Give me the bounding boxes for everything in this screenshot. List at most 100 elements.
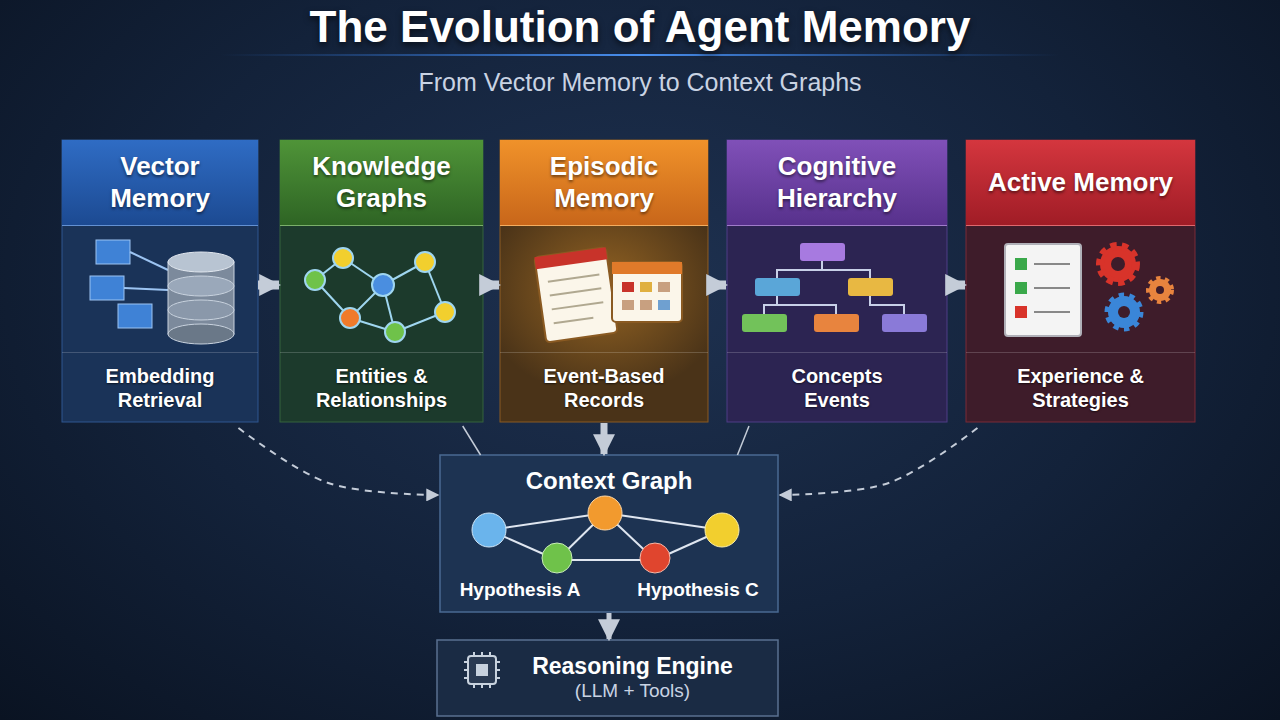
flow-connector: [483, 281, 499, 290]
panel-footer: Concepts Events: [727, 352, 947, 422]
hierarchy-icon: [742, 243, 927, 332]
notebook-calendar-icon: [534, 247, 682, 342]
engine-box: Reasoning Engine(LLM + Tools): [437, 640, 778, 716]
panel-title: Episodic Memory: [514, 151, 694, 213]
panel-footer: Entities & Relationships: [280, 352, 483, 422]
notebook-calendar-icon: [658, 282, 670, 292]
knowledge-graph-icon: [305, 270, 325, 290]
panel-ground: [500, 200, 708, 380]
notebook-calendar-icon: [534, 247, 607, 269]
flow-connector: [607, 613, 612, 639]
hierarchy-icon: [764, 296, 777, 314]
vector-database-icon: [118, 304, 152, 328]
knowledge-graph-icon: [372, 274, 394, 296]
hypothesis-label: Hypothesis C: [637, 579, 758, 601]
box-subtitle: (LLM + Tools): [575, 680, 690, 703]
panel-label: Embedding Retrieval: [85, 364, 235, 412]
diagram-title: The Evolution of Agent Memory: [0, 2, 1280, 52]
context-graph-figure: [542, 543, 572, 573]
context-graph-figure: [489, 513, 605, 530]
memory-stage-panel: Vector MemoryEmbedding Retrieval: [62, 140, 258, 422]
panel-footer: Experience & Strategies: [966, 352, 1195, 422]
title-underline: [220, 54, 1060, 56]
context-graph-figure: [705, 513, 739, 547]
hypothesis-label: Hypothesis A: [460, 579, 581, 601]
checklist-gears-icon: [1108, 296, 1140, 328]
notebook-calendar-icon: [658, 300, 670, 310]
hierarchy-icon: [800, 243, 845, 261]
vector-database-icon: [96, 240, 130, 264]
notebook-calendar-icon: [548, 274, 599, 281]
panel-header: Vector Memory: [62, 140, 258, 226]
context-graph-figure: [605, 513, 722, 530]
panel-label: Experience & Strategies: [1006, 364, 1156, 412]
panel-ground: [727, 140, 947, 422]
notebook-calendar-icon: [622, 300, 634, 310]
knowledge-graph-icon: [305, 248, 455, 342]
panel-title: Vector Memory: [76, 151, 244, 213]
hierarchy-icon: [848, 278, 893, 296]
vector-database-icon: [90, 276, 124, 300]
hierarchy-icon: [742, 314, 787, 332]
vector-database-icon: [168, 276, 234, 296]
checklist-gears-icon: [1015, 258, 1027, 270]
checklist-gears-icon: [1005, 244, 1171, 336]
panel-title: Cognitive Hierarchy: [741, 151, 933, 213]
vector-database-icon: [168, 300, 234, 320]
checklist-gears-icon: [1005, 244, 1081, 336]
context-graph-figure: [588, 496, 622, 530]
knowledge-graph-icon: [333, 248, 353, 268]
panel-label: Event-Based Records: [529, 364, 679, 412]
flow-connector: [947, 281, 965, 290]
notebook-calendar-icon: [534, 247, 617, 342]
notebook-calendar-icon: [550, 288, 601, 295]
notebook-calendar-icon: [552, 302, 603, 309]
hierarchy-icon: [777, 296, 836, 314]
notebook-calendar-icon: [534, 247, 617, 342]
memory-stage-panel: Active MemoryExperience & Strategies: [966, 140, 1195, 422]
flow-connector: [258, 281, 279, 290]
flow-connector: [708, 281, 726, 290]
checklist-gears-icon: [1034, 263, 1070, 265]
diagram-subtitle: From Vector Memory to Context Graphs: [0, 68, 1280, 97]
vector-database-icon: [168, 262, 234, 334]
memory-stage-panel: Cognitive HierarchyConcepts Events: [727, 140, 947, 422]
box-title: Context Graph: [440, 467, 778, 495]
checklist-gears-icon: [1156, 286, 1164, 294]
vector-database-icon: [90, 240, 234, 344]
vector-database-icon: [124, 288, 168, 290]
notebook-calendar-icon: [640, 282, 652, 292]
checklist-gears-icon: [1149, 279, 1171, 301]
vector-database-icon: [130, 252, 168, 270]
box-title: Reasoning Engine: [532, 653, 733, 681]
panel-ground: [62, 140, 1195, 716]
chip-icon: [464, 652, 500, 688]
panel-footer: Event-Based Records: [500, 352, 708, 422]
panel-footer: Embedding Retrieval: [62, 352, 258, 422]
checklist-gears-icon: [1118, 306, 1130, 318]
checklist-gears-icon: [1015, 282, 1027, 294]
checklist-gears-icon: [1034, 287, 1070, 289]
checklist-gears-icon: [1100, 246, 1136, 282]
notebook-calendar-icon: [612, 262, 682, 274]
vector-database-icon: [168, 252, 234, 272]
memory-stage-panel: Knowledge GraphsEntities & Relationships: [280, 140, 483, 422]
notebook-calendar-icon: [640, 300, 652, 310]
memory-stage-panel: Episodic MemoryEvent-Based Records: [500, 140, 708, 422]
panel-ground: [500, 140, 708, 422]
panel-title: Knowledge Graphs: [294, 151, 469, 213]
panel-ground: [280, 140, 483, 422]
chip-icon: [464, 652, 500, 688]
context-graph-figure: [640, 543, 670, 573]
panel-header: Cognitive Hierarchy: [727, 140, 947, 226]
hierarchy-icon: [814, 314, 859, 332]
context-graph-figure: [472, 496, 739, 573]
notebook-calendar-icon: [612, 262, 682, 322]
flow-connector: [238, 428, 438, 495]
knowledge-graph-icon: [340, 308, 360, 328]
panel-title: Active Memory: [988, 167, 1173, 198]
notebook-calendar-icon: [622, 282, 634, 292]
flow-connector: [737, 426, 749, 455]
